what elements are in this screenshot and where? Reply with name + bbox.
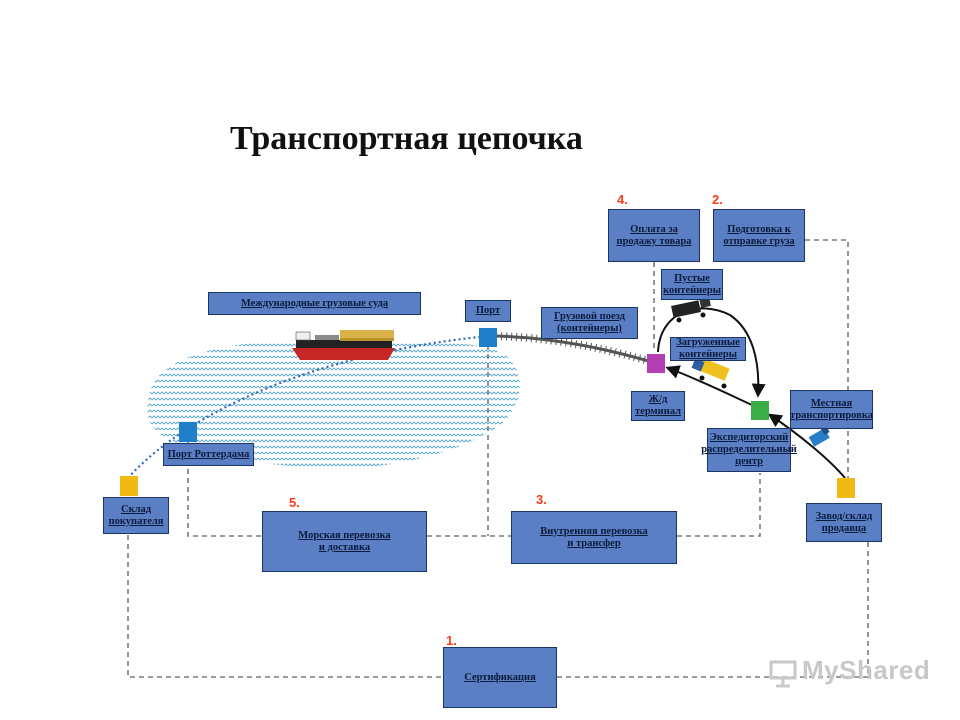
- railway-track: [495, 332, 654, 366]
- box-train: Грузовой поезд (контейнеры): [541, 307, 638, 339]
- cargo-ship-icon: [292, 330, 395, 360]
- step-4-number: 4.: [617, 192, 628, 207]
- node-factory: [837, 478, 855, 498]
- box-prep: Подготовка к отправке груза: [713, 209, 805, 262]
- box-empty-containers: Пустые контейнеры: [661, 269, 723, 300]
- box-rail-terminal: Ж/д терминал: [631, 391, 685, 421]
- box-rotterdam: Порт Роттердама: [163, 443, 254, 466]
- box-payment: Оплата за продажу товара: [608, 209, 700, 262]
- node-rail-terminal: [647, 354, 665, 373]
- watermark-presentation-icon: [769, 660, 797, 688]
- box-inland-transport: Внутренняя перевозка и трансфер: [511, 511, 677, 564]
- truck-empty-icon: [671, 296, 711, 323]
- page-title: Транспортная цепочка: [230, 120, 583, 157]
- sea-route: [127, 334, 489, 479]
- arrow-loop-top: [657, 307, 766, 398]
- step-5-number: 5.: [289, 495, 300, 510]
- node-rotterdam: [179, 422, 197, 442]
- truck-loaded-icon: [691, 358, 730, 389]
- node-buyer-warehouse: [120, 476, 138, 496]
- watermark-text: MyShared: [802, 655, 931, 685]
- truck-local-icon: [808, 425, 830, 447]
- box-sea-transport: Морская перевозка и доставка: [262, 511, 427, 572]
- box-local-transport: Местная транспортировка: [790, 390, 873, 429]
- box-intl-ships: Международные грузовые суда: [208, 292, 421, 315]
- box-forwarding-center: Экспедиторский распределительный центр: [701, 428, 797, 472]
- step-2-number: 2.: [712, 192, 723, 207]
- box-loaded-containers: Загруженные контейнеры: [670, 337, 746, 361]
- arrow-local-transport: [767, 413, 846, 479]
- box-certification: Сертификация: [443, 647, 557, 708]
- box-buyer-warehouse: Склад покупателя: [103, 497, 169, 534]
- step-3-number: 3.: [536, 492, 547, 507]
- arrow-loaded-to-terminal: [665, 365, 753, 406]
- sea-area: [147, 339, 520, 469]
- node-forwarding-center: [751, 401, 769, 420]
- step-1-number: 1.: [446, 633, 457, 648]
- box-port: Порт: [465, 300, 511, 322]
- box-factory: Завод/склад продавца: [806, 503, 882, 542]
- node-port: [479, 328, 497, 347]
